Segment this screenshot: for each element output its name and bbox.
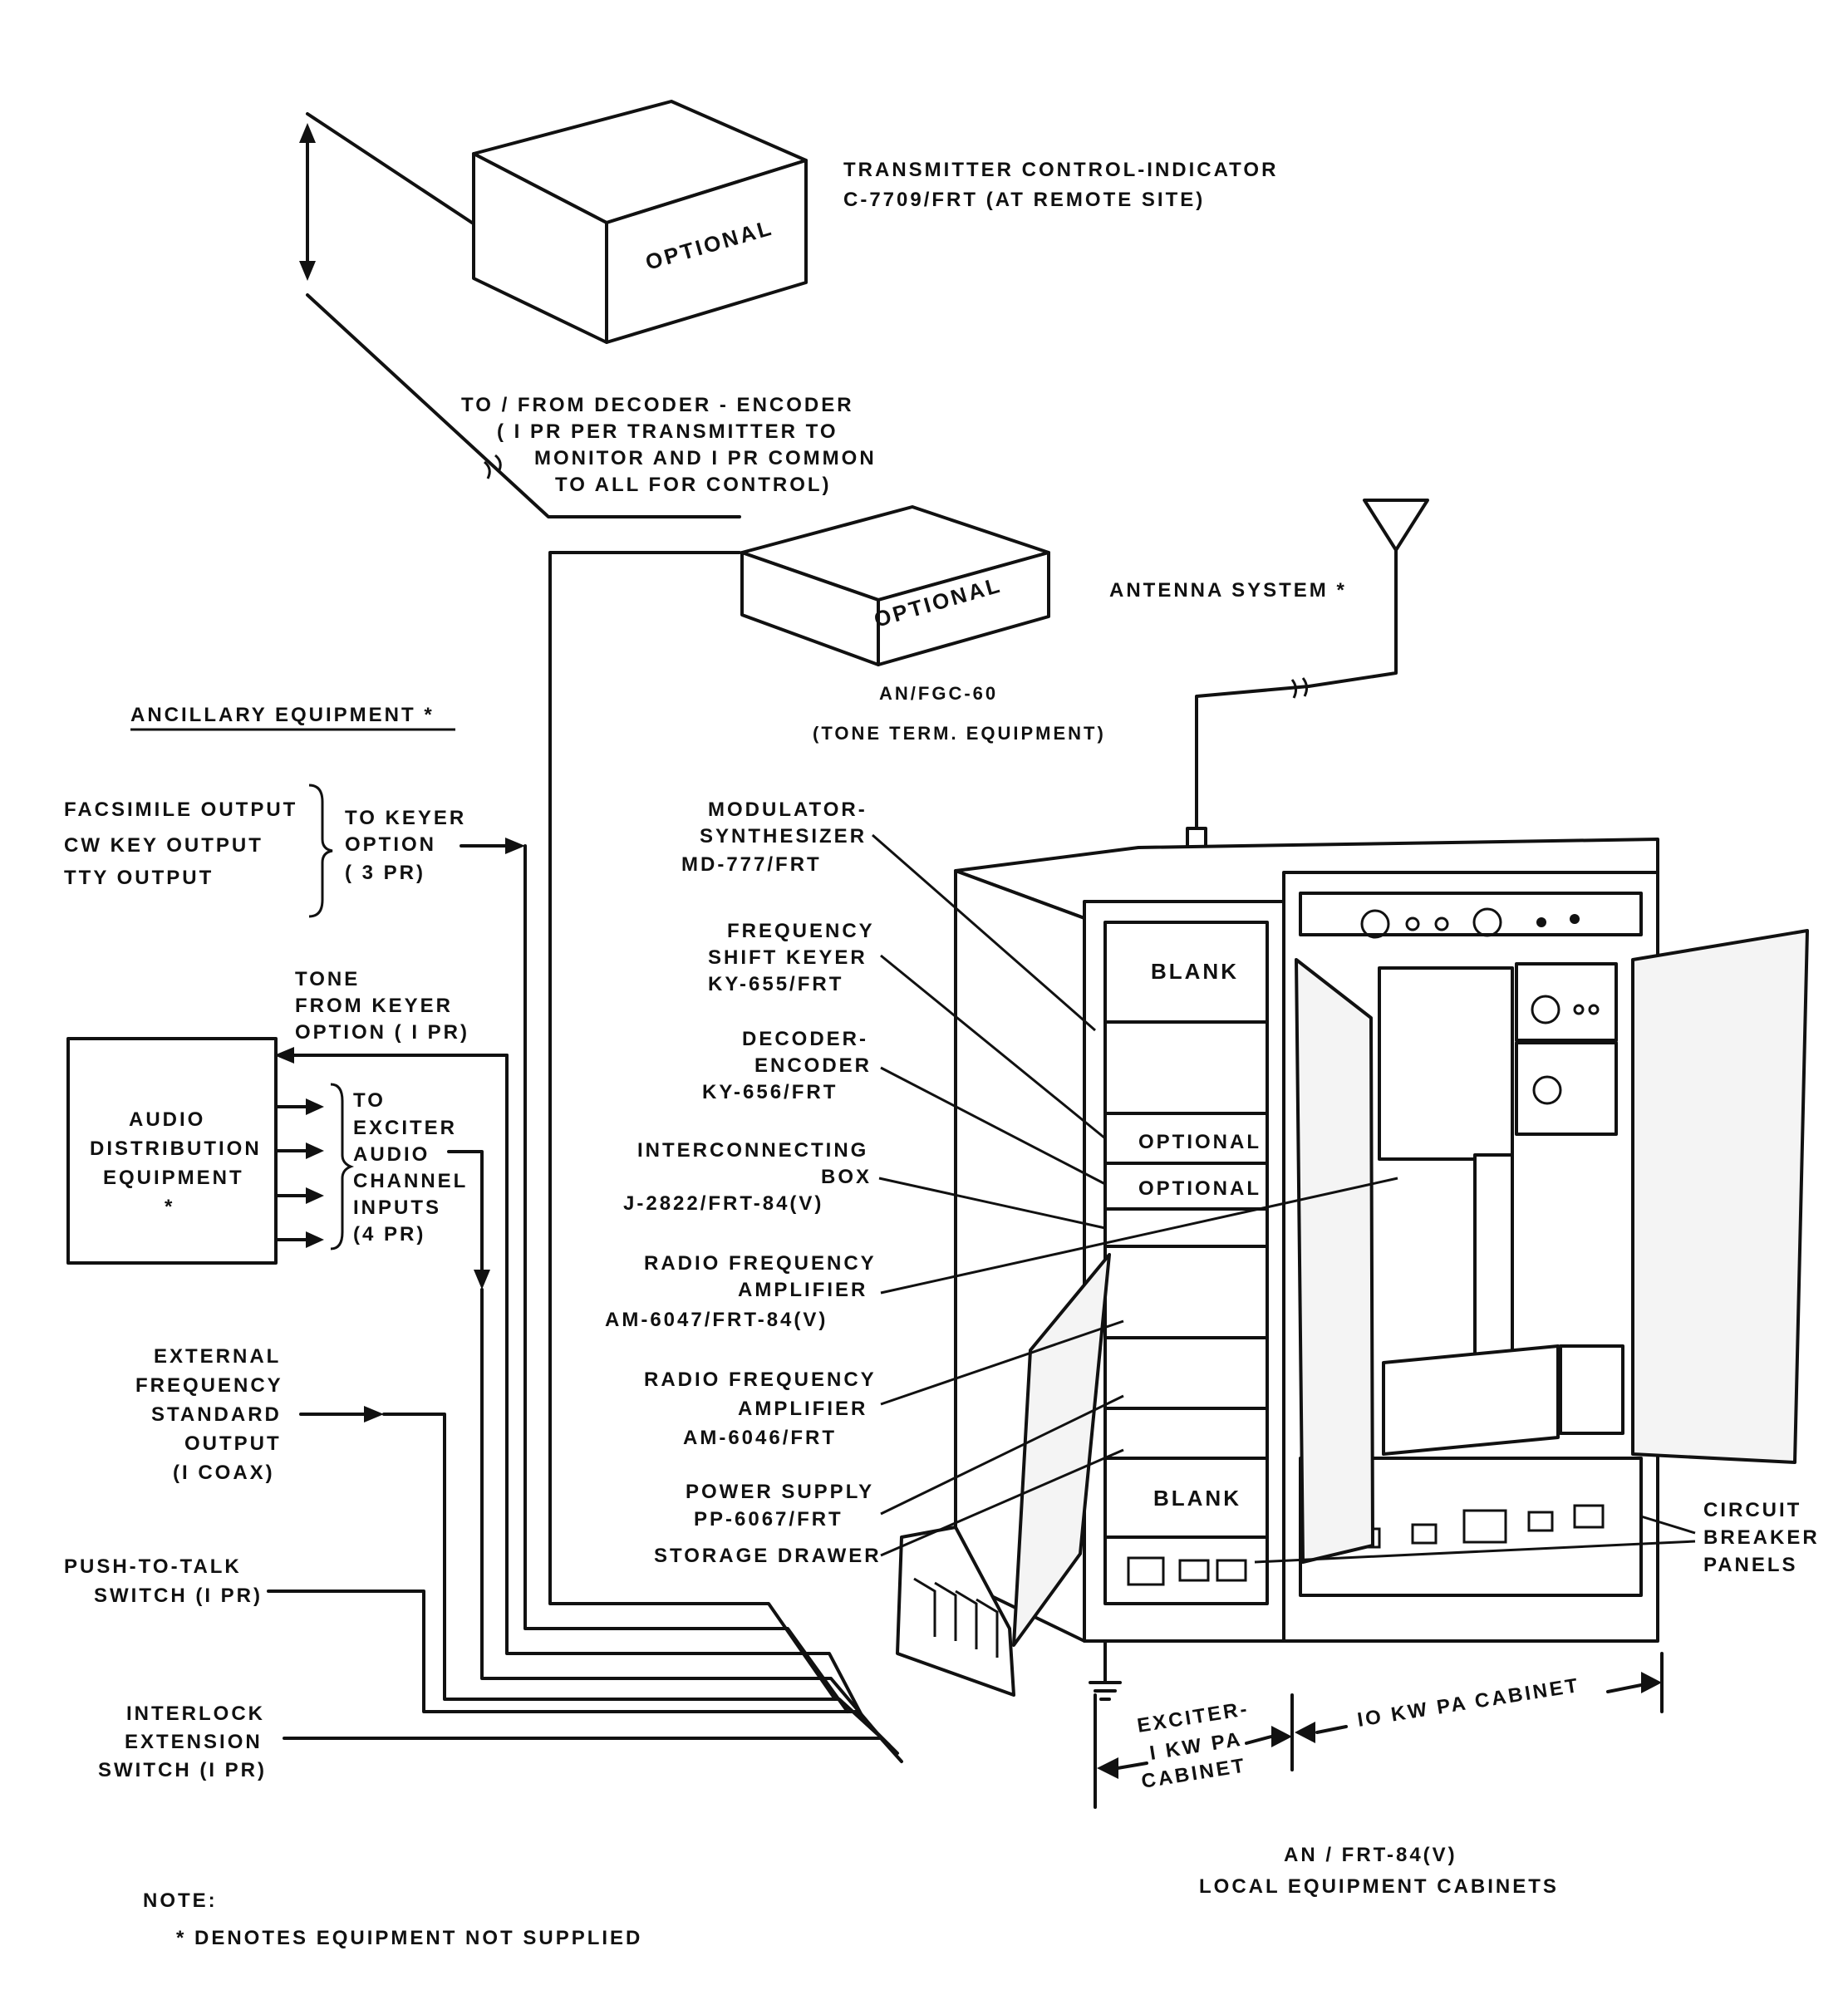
callout-modulator-1: MODULATOR- xyxy=(708,798,867,821)
tty-output: TTY OUTPUT xyxy=(64,867,214,889)
tone-term-line2: (TONE TERM. EQUIPMENT) xyxy=(813,723,1106,744)
callout-rf1-2: AMPLIFIER xyxy=(738,1279,867,1301)
ptt-line1: PUSH-TO-TALK xyxy=(64,1555,242,1578)
interlock-line2: EXTENSION xyxy=(125,1731,263,1753)
callout-modulator-2: SYNTHESIZER xyxy=(700,825,867,848)
ptt-line2: SWITCH (I PR) xyxy=(94,1585,263,1607)
callout-rf2-1: RADIO FREQUENCY xyxy=(644,1368,877,1391)
facsimile-output: FACSIMILE OUTPUT xyxy=(64,798,297,821)
callout-breaker-2: BREAKER xyxy=(1703,1526,1820,1549)
cable-bundle xyxy=(267,551,903,1763)
freq-std-arrow xyxy=(364,1406,384,1422)
cabinet-optional-2: OPTIONAL xyxy=(1138,1177,1261,1200)
callout-keyer-1: FREQUENCY xyxy=(727,920,875,942)
freq-std-line2: FREQUENCY xyxy=(135,1374,283,1397)
callout-psu-1: POWER SUPPLY xyxy=(686,1481,874,1503)
decoder-link-line3: MONITOR AND I PR COMMON xyxy=(534,447,877,469)
exciter-line4: CHANNEL xyxy=(353,1170,468,1192)
callout-breaker-1: CIRCUIT xyxy=(1703,1499,1801,1521)
tone-line1: TONE xyxy=(295,968,360,990)
outputs-brace xyxy=(308,784,333,918)
callout-decoder-1: DECODER- xyxy=(742,1028,868,1050)
interlock-line1: INTERLOCK xyxy=(126,1703,265,1725)
antenna-label: ANTENNA SYSTEM * xyxy=(1109,579,1347,602)
callout-keyer-2: SHIFT KEYER xyxy=(708,946,867,969)
note-text: * DENOTES EQUIPMENT NOT SUPPLIED xyxy=(176,1927,642,1949)
freq-std-line5: (I COAX) xyxy=(173,1462,275,1484)
ground-icon xyxy=(1089,1639,1122,1701)
freq-std-line1: EXTERNAL xyxy=(154,1345,281,1368)
freq-std-line3: STANDARD xyxy=(151,1403,282,1426)
callout-drawer: STORAGE DRAWER xyxy=(654,1545,882,1567)
exciter-line5: INPUTS xyxy=(353,1196,441,1219)
exciter-line xyxy=(447,1150,484,1273)
remote-title-line2: C-7709/FRT (AT REMOTE SITE) xyxy=(843,189,1205,211)
caption-line2: LOCAL EQUIPMENT CABINETS xyxy=(1199,1875,1559,1898)
tone-terminal-box: OPTIONAL xyxy=(740,505,1050,666)
exciter-line2: EXCITER xyxy=(353,1117,457,1139)
antenna-icon xyxy=(1186,499,1429,853)
remote-link-arrow xyxy=(299,123,316,281)
tone-arrow xyxy=(274,1047,294,1064)
callout-interconnect-1: INTERCONNECTING xyxy=(637,1139,868,1162)
callout-rf1-3: AM-6047/FRT-84(V) xyxy=(605,1309,828,1331)
cw-key-output: CW KEY OUTPUT xyxy=(64,834,263,857)
audio-box-line1: AUDIO xyxy=(129,1108,205,1131)
decoder-link-line1: TO / FROM DECODER - ENCODER xyxy=(461,394,854,416)
tone-line2: FROM KEYER xyxy=(295,995,453,1017)
exciter-line3: AUDIO xyxy=(353,1143,430,1166)
note-heading: NOTE: xyxy=(143,1889,218,1912)
keyer-arrow xyxy=(505,838,525,854)
callout-decoder-3: KY-656/FRT xyxy=(702,1081,838,1103)
caption-line1: AN / FRT-84(V) xyxy=(1284,1844,1457,1866)
exciter-arrow xyxy=(474,1270,490,1290)
cabinet-blank-top: BLANK xyxy=(1151,959,1239,984)
callout-keyer-3: KY-655/FRT xyxy=(708,973,843,995)
audio-output-arrows xyxy=(276,1098,324,1248)
audio-box-line2: DISTRIBUTION xyxy=(90,1137,262,1160)
dimension-lines xyxy=(1094,1652,1664,1809)
dimension-pa: IO KW PA CABINET xyxy=(1356,1674,1582,1732)
exciter-line1: TO xyxy=(353,1089,386,1112)
audio-box-line4: * xyxy=(165,1196,174,1218)
keyer-line1: TO KEYER xyxy=(345,807,466,829)
keyer-line3: ( 3 PR) xyxy=(345,862,425,884)
freq-std-line4: OUTPUT xyxy=(184,1432,282,1455)
keyer-line2: OPTION xyxy=(345,833,436,856)
tone-term-line1: AN/FGC-60 xyxy=(879,683,998,704)
decoder-link-line2: ( I PR PER TRANSMITTER TO xyxy=(497,420,838,443)
remote-control-indicator-box: OPTIONAL xyxy=(472,100,808,344)
equipment-cabinets: BLANK OPTIONAL OPTIONAL BLANK xyxy=(896,838,1809,1697)
remote-title-line1: TRANSMITTER CONTROL-INDICATOR xyxy=(843,159,1278,181)
ancillary-heading: ANCILLARY EQUIPMENT * xyxy=(130,704,435,726)
callout-rf2-2: AMPLIFIER xyxy=(738,1398,867,1420)
remote-bus-line xyxy=(306,293,741,518)
tone-line3: OPTION ( I PR) xyxy=(295,1021,469,1044)
decoder-link-line4: TO ALL FOR CONTROL) xyxy=(555,474,832,496)
callout-psu-2: PP-6067/FRT xyxy=(694,1508,843,1531)
callout-modulator-3: MD-777/FRT xyxy=(681,853,822,876)
callout-rf1-1: RADIO FREQUENCY xyxy=(644,1252,877,1275)
callout-interconnect-3: J-2822/FRT-84(V) xyxy=(623,1192,823,1215)
audio-box-line3: EQUIPMENT xyxy=(103,1167,244,1189)
line-break-mark xyxy=(484,454,502,479)
cabinet-blank-bottom: BLANK xyxy=(1153,1486,1241,1511)
callout-rf2-3: AM-6046/FRT xyxy=(683,1427,837,1449)
callout-decoder-2: ENCODER xyxy=(754,1054,872,1077)
exciter-brace xyxy=(330,1083,355,1251)
interlock-line3: SWITCH (I PR) xyxy=(98,1759,267,1781)
cabinet-optional-1: OPTIONAL xyxy=(1138,1131,1261,1153)
exciter-line6: (4 PR) xyxy=(353,1223,425,1246)
callout-breaker-3: PANELS xyxy=(1703,1554,1798,1576)
remote-to-tone-line xyxy=(306,112,474,224)
audio-distribution-box xyxy=(66,1037,278,1265)
callout-interconnect-2: BOX xyxy=(821,1166,872,1188)
